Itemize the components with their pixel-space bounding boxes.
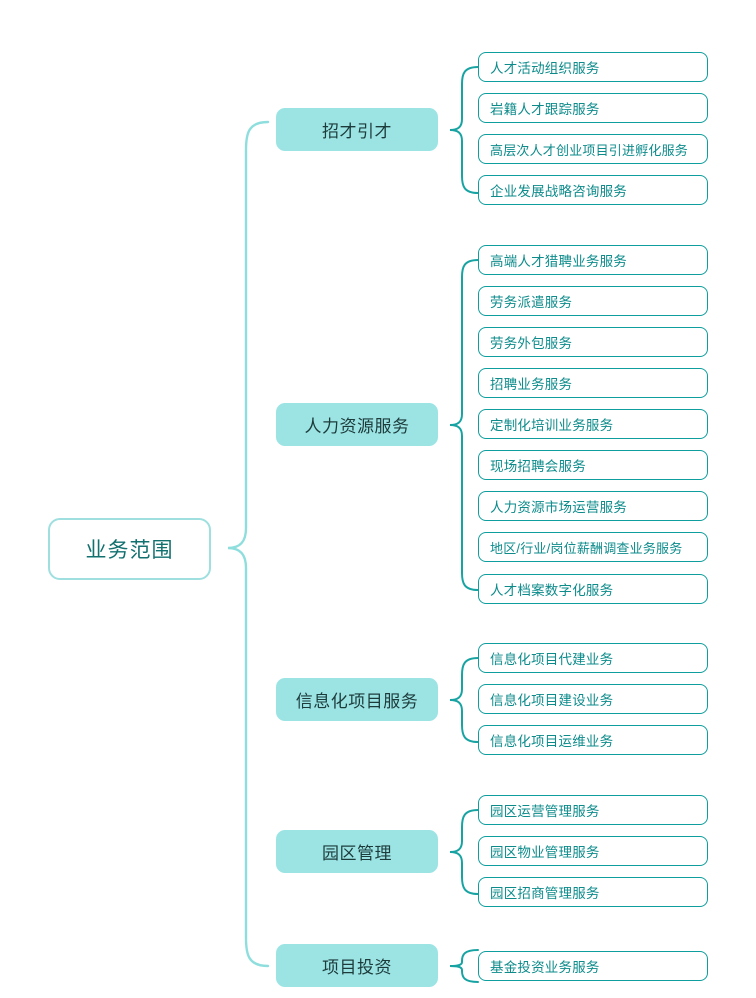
leaf-node-label: 高层次人才创业项目引进孵化服务 [490, 142, 689, 158]
leaf-node[interactable]: 信息化项目运维业务 [478, 725, 708, 755]
leaf-node[interactable]: 人力资源市场运营服务 [478, 491, 708, 521]
leaf-node[interactable]: 人才活动组织服务 [478, 52, 708, 82]
leaf-node-label: 地区/行业/岗位薪酬调查业务服务 [490, 540, 683, 556]
leaf-node[interactable]: 园区招商管理服务 [478, 877, 708, 907]
leaf-node-label: 企业发展战略咨询服务 [490, 184, 627, 199]
leaf-node[interactable]: 园区运营管理服务 [478, 795, 708, 825]
branch-brace-1 [449, 66, 479, 194]
leaf-node[interactable]: 信息化项目代建业务 [478, 643, 708, 673]
leaf-node-label: 劳务外包服务 [490, 336, 573, 351]
leaf-node-label: 信息化项目建设业务 [490, 693, 614, 708]
leaf-node-label: 园区运营管理服务 [490, 804, 600, 819]
leaf-node[interactable]: 高层次人才创业项目引进孵化服务 [478, 134, 708, 164]
leaf-node-label: 人力资源市场运营服务 [490, 500, 627, 515]
branch-node-label: 项目投资 [322, 958, 392, 977]
leaf-node[interactable]: 高端人才猎聘业务服务 [478, 245, 708, 275]
branch-node-xinxihuaxiangmufuwu[interactable]: 信息化项目服务 [276, 678, 438, 721]
leaf-node[interactable]: 劳务派遣服务 [478, 286, 708, 316]
leaf-node-label: 园区物业管理服务 [490, 845, 600, 860]
leaf-node[interactable]: 现场招聘会服务 [478, 450, 708, 480]
leaf-node-label: 信息化项目运维业务 [490, 734, 614, 749]
branch-node-renliziyuanfuwu[interactable]: 人力资源服务 [276, 403, 438, 446]
branch-node-xiangmutouzi[interactable]: 项目投资 [276, 944, 438, 987]
leaf-node-label: 劳务派遣服务 [490, 295, 573, 310]
branch-node-yuanquguanli[interactable]: 园区管理 [276, 830, 438, 873]
leaf-node-label: 招聘业务服务 [490, 377, 573, 392]
branch-brace-5 [449, 949, 479, 983]
leaf-node-label: 园区招商管理服务 [490, 886, 600, 901]
leaf-node-label: 现场招聘会服务 [490, 459, 586, 474]
leaf-node[interactable]: 基金投资业务服务 [478, 951, 708, 981]
leaf-node[interactable]: 地区/行业/岗位薪酬调查业务服务 [478, 532, 708, 562]
leaf-node-label: 岩籍人才跟踪服务 [490, 102, 600, 117]
branch-node-label: 信息化项目服务 [295, 692, 419, 711]
leaf-node-label: 高端人才猎聘业务服务 [490, 254, 627, 269]
leaf-node-label: 信息化项目代建业务 [490, 652, 614, 667]
branch-brace-3 [449, 657, 479, 743]
leaf-node[interactable]: 招聘业务服务 [478, 368, 708, 398]
leaf-node[interactable]: 企业发展战略咨询服务 [478, 175, 708, 205]
leaf-node[interactable]: 岩籍人才跟踪服务 [478, 93, 708, 123]
leaf-node[interactable]: 人才档案数字化服务 [478, 574, 708, 604]
main-brace [227, 120, 270, 968]
leaf-node[interactable]: 园区物业管理服务 [478, 836, 708, 866]
leaf-node-label: 定制化培训业务服务 [490, 418, 614, 433]
leaf-node[interactable]: 信息化项目建设业务 [478, 684, 708, 714]
leaf-node[interactable]: 定制化培训业务服务 [478, 409, 708, 439]
branch-brace-2 [449, 259, 479, 591]
leaf-node-label: 人才活动组织服务 [490, 61, 600, 76]
root-node-label: 业务范围 [85, 539, 174, 562]
leaf-node-label: 人才档案数字化服务 [490, 583, 614, 598]
branch-node-label: 人力资源服务 [304, 417, 410, 436]
leaf-node-label: 基金投资业务服务 [490, 960, 600, 975]
branch-node-label: 招才引才 [322, 122, 392, 141]
branch-brace-4 [449, 809, 479, 895]
branch-node-label: 园区管理 [322, 844, 392, 863]
branch-node-zhaocaiyincai[interactable]: 招才引才 [276, 108, 438, 151]
root-node[interactable]: 业务范围 [48, 518, 211, 580]
leaf-node[interactable]: 劳务外包服务 [478, 327, 708, 357]
